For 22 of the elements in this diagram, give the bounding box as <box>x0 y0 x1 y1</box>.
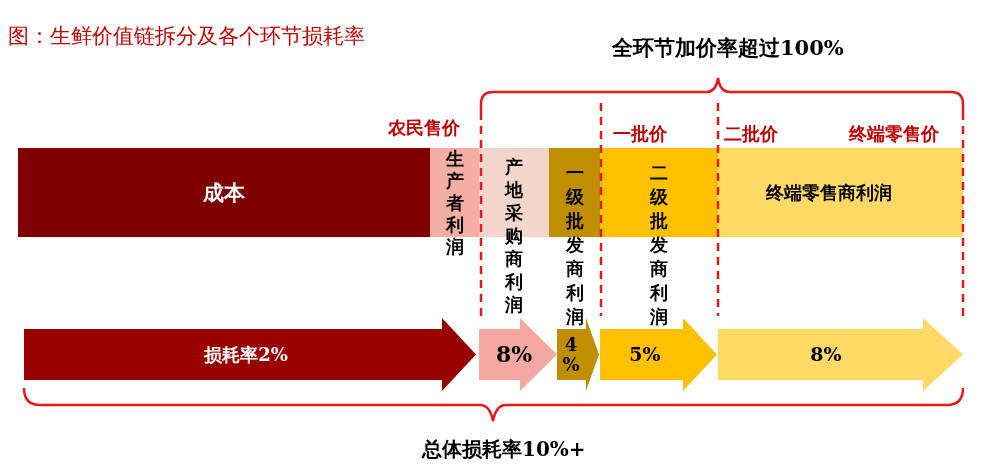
price-label: 二批价 <box>724 124 778 145</box>
segment-label: 二级批发商利润 <box>649 161 669 329</box>
segment-label: 一级批发商利润 <box>564 161 585 329</box>
bar-segment <box>18 148 430 237</box>
price-label: 一批价 <box>613 124 667 145</box>
block-label: 8% <box>810 343 842 366</box>
segment-label: 生产者利润 <box>444 148 465 258</box>
bar-segment <box>718 148 963 237</box>
pointed-block <box>24 318 476 391</box>
block-label: 损耗率2% <box>204 344 288 365</box>
block-label: 5% <box>629 343 661 366</box>
segment-label: 终端零售商利润 <box>765 182 892 203</box>
brace-label: 全环节加价率超过100% <box>612 36 844 61</box>
chart-title: 图：生鲜价值链拆分及各个环节损耗率 <box>8 24 365 49</box>
segment-label: 产地采购商利润 <box>504 155 524 316</box>
segment-label: 成本 <box>203 180 245 205</box>
block-label: 8% <box>495 341 533 368</box>
block-label: 4% <box>561 334 581 375</box>
pointed-block <box>718 318 963 391</box>
brace-label: 总体损耗率10%+ <box>422 438 586 461</box>
price-label: 农民售价 <box>388 118 460 139</box>
pointed-block <box>479 318 557 391</box>
